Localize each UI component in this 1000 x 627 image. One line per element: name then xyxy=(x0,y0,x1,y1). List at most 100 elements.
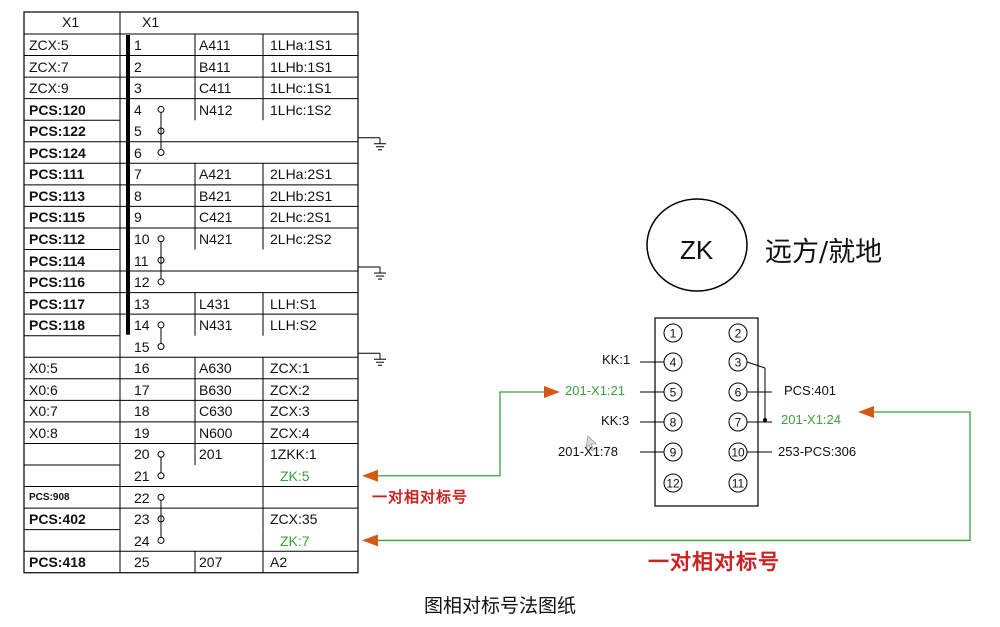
destination-cell: ZCX:1 xyxy=(270,360,310,377)
terminal-number-cell: 8 xyxy=(134,187,142,204)
destination-cell: LLH:S2 xyxy=(270,317,317,334)
terminal-link-circle xyxy=(157,278,165,286)
zk-conn-t7: 201-X1:24 xyxy=(781,412,841,427)
zk-mode-label: 远方/就地 xyxy=(765,237,883,268)
terminal-number-cell: 1 xyxy=(134,37,142,53)
terminal-number-cell: 16 xyxy=(134,360,150,377)
arrow-head xyxy=(544,386,560,398)
zk-terminal-11 xyxy=(728,473,748,493)
terminal-number-cell: 9 xyxy=(134,209,142,226)
arrow-head xyxy=(858,406,874,418)
destination-cell: ZCX:3 xyxy=(270,403,310,420)
destination-cell: 1LHa:1S1 xyxy=(270,37,333,53)
terminal-number-cell: 24 xyxy=(134,532,150,549)
cross-ref-line-2 xyxy=(376,411,971,542)
zk-terminal-number: 7 xyxy=(735,416,742,430)
destination-cell: 1ZKK:1 xyxy=(270,446,317,463)
zk-terminal-number: 12 xyxy=(666,477,680,491)
source-cell: X0:7 xyxy=(29,403,58,420)
zk-jumper-node xyxy=(763,418,767,422)
terminal-link-circle xyxy=(157,536,165,544)
terminal-link-circle xyxy=(157,105,165,113)
terminal-number-cell: 18 xyxy=(134,403,150,420)
wire-label-cell: 201 xyxy=(199,446,223,463)
source-cell: X0:6 xyxy=(29,381,58,398)
terminal-number-cell: 4 xyxy=(134,101,142,118)
zk-terminal-2 xyxy=(728,323,748,343)
terminal-number-cell: 20 xyxy=(134,446,150,463)
zk-terminal-number: 8 xyxy=(670,416,677,430)
terminal-number-cell: 11 xyxy=(134,252,149,269)
source-cell: PCS:112 xyxy=(29,230,86,247)
source-cell: PCS:122 xyxy=(29,123,86,140)
terminal-number-cell: 19 xyxy=(134,424,150,441)
source-cell: PCS:418 xyxy=(29,554,86,571)
terminal-number-cell: 15 xyxy=(134,338,150,355)
wire-label-cell: A421 xyxy=(199,166,232,183)
source-cell: PCS:116 xyxy=(29,274,86,291)
zk-conn-t5: 201-X1:21 xyxy=(565,383,625,398)
wire-label-cell: C630 xyxy=(199,403,233,420)
zk-terminal-number: 10 xyxy=(731,446,745,460)
wire-label-cell: 207 xyxy=(199,554,223,571)
wire-label-cell: B411 xyxy=(199,58,231,75)
destination-cell: LLH:S1 xyxy=(270,295,317,312)
destination-cell: A2 xyxy=(270,554,288,571)
pair-label-1: 一对相对标号 xyxy=(372,489,469,506)
destination-cell: ZK:7 xyxy=(280,532,310,549)
zk-circle xyxy=(646,198,748,292)
figure-caption: 图相对标号法图纸 xyxy=(423,596,576,617)
source-cell: X0:5 xyxy=(29,360,58,377)
cross-ref-line-1 xyxy=(375,391,545,477)
terminal-number-cell: 14 xyxy=(134,317,150,334)
zk-terminal-number: 2 xyxy=(735,327,742,341)
wire-label-cell: N421 xyxy=(199,230,233,247)
wire-label-cell: N431 xyxy=(199,317,233,334)
terminal-number-cell: 25 xyxy=(134,554,150,571)
destination-cell: ZK:5 xyxy=(280,468,310,484)
zk-terminal-number: 5 xyxy=(670,386,677,400)
terminal-number-cell: 3 xyxy=(134,80,142,97)
terminal-link-circle xyxy=(157,321,165,329)
source-cell: PCS:402 xyxy=(29,511,86,528)
terminal-link-circle xyxy=(157,342,165,350)
zk-conn-t8: KK:3 xyxy=(601,413,630,428)
destination-cell: 1LHb:1S1 xyxy=(270,58,333,75)
source-cell: ZCX:7 xyxy=(29,58,69,75)
destination-cell: ZCX:4 xyxy=(270,424,310,441)
terminal-number-cell: 6 xyxy=(134,144,142,161)
source-cell: PCS:115 xyxy=(29,209,86,226)
zk-terminal-number: 1 xyxy=(670,327,677,341)
source-cell: PCS:111 xyxy=(29,166,85,183)
arrow-head xyxy=(362,469,378,482)
destination-cell: 1LHc:1S2 xyxy=(270,101,332,118)
terminal-number-cell: 13 xyxy=(134,295,150,312)
table-header-right: X1 xyxy=(142,14,160,30)
zk-conn-t10: 253-PCS:306 xyxy=(778,444,857,459)
wire-label-cell: L431 xyxy=(199,295,231,312)
zk-terminal-number: 11 xyxy=(732,477,745,491)
terminal-number-cell: 21 xyxy=(134,468,150,484)
zk-terminal-12 xyxy=(663,473,683,493)
wire-label-cell: N412 xyxy=(199,101,233,118)
zk-switch-body xyxy=(654,317,759,507)
pair-label-2: 一对相对标号 xyxy=(648,551,780,574)
zk-terminal-number: 4 xyxy=(670,356,677,370)
terminal-link-circle xyxy=(157,450,165,458)
destination-cell: ZCX:2 xyxy=(270,381,310,398)
source-cell: PCS:113 xyxy=(29,187,86,204)
terminal-number-cell: 17 xyxy=(134,381,150,398)
terminal-link-circle xyxy=(157,235,165,243)
zk-conn-t4: KK:1 xyxy=(602,352,631,367)
wire-label-cell: B421 xyxy=(199,187,232,204)
terminal-link-circle xyxy=(157,149,165,157)
terminal-number-cell: 7 xyxy=(134,166,142,183)
arrow-head xyxy=(362,534,378,547)
destination-cell: ZCX:35 xyxy=(270,511,318,528)
wire-label-cell: A630 xyxy=(199,360,232,377)
destination-cell: 2LHc:2S2 xyxy=(270,230,332,247)
source-cell: PCS:120 xyxy=(29,101,86,118)
source-cell: X0:8 xyxy=(29,424,58,441)
